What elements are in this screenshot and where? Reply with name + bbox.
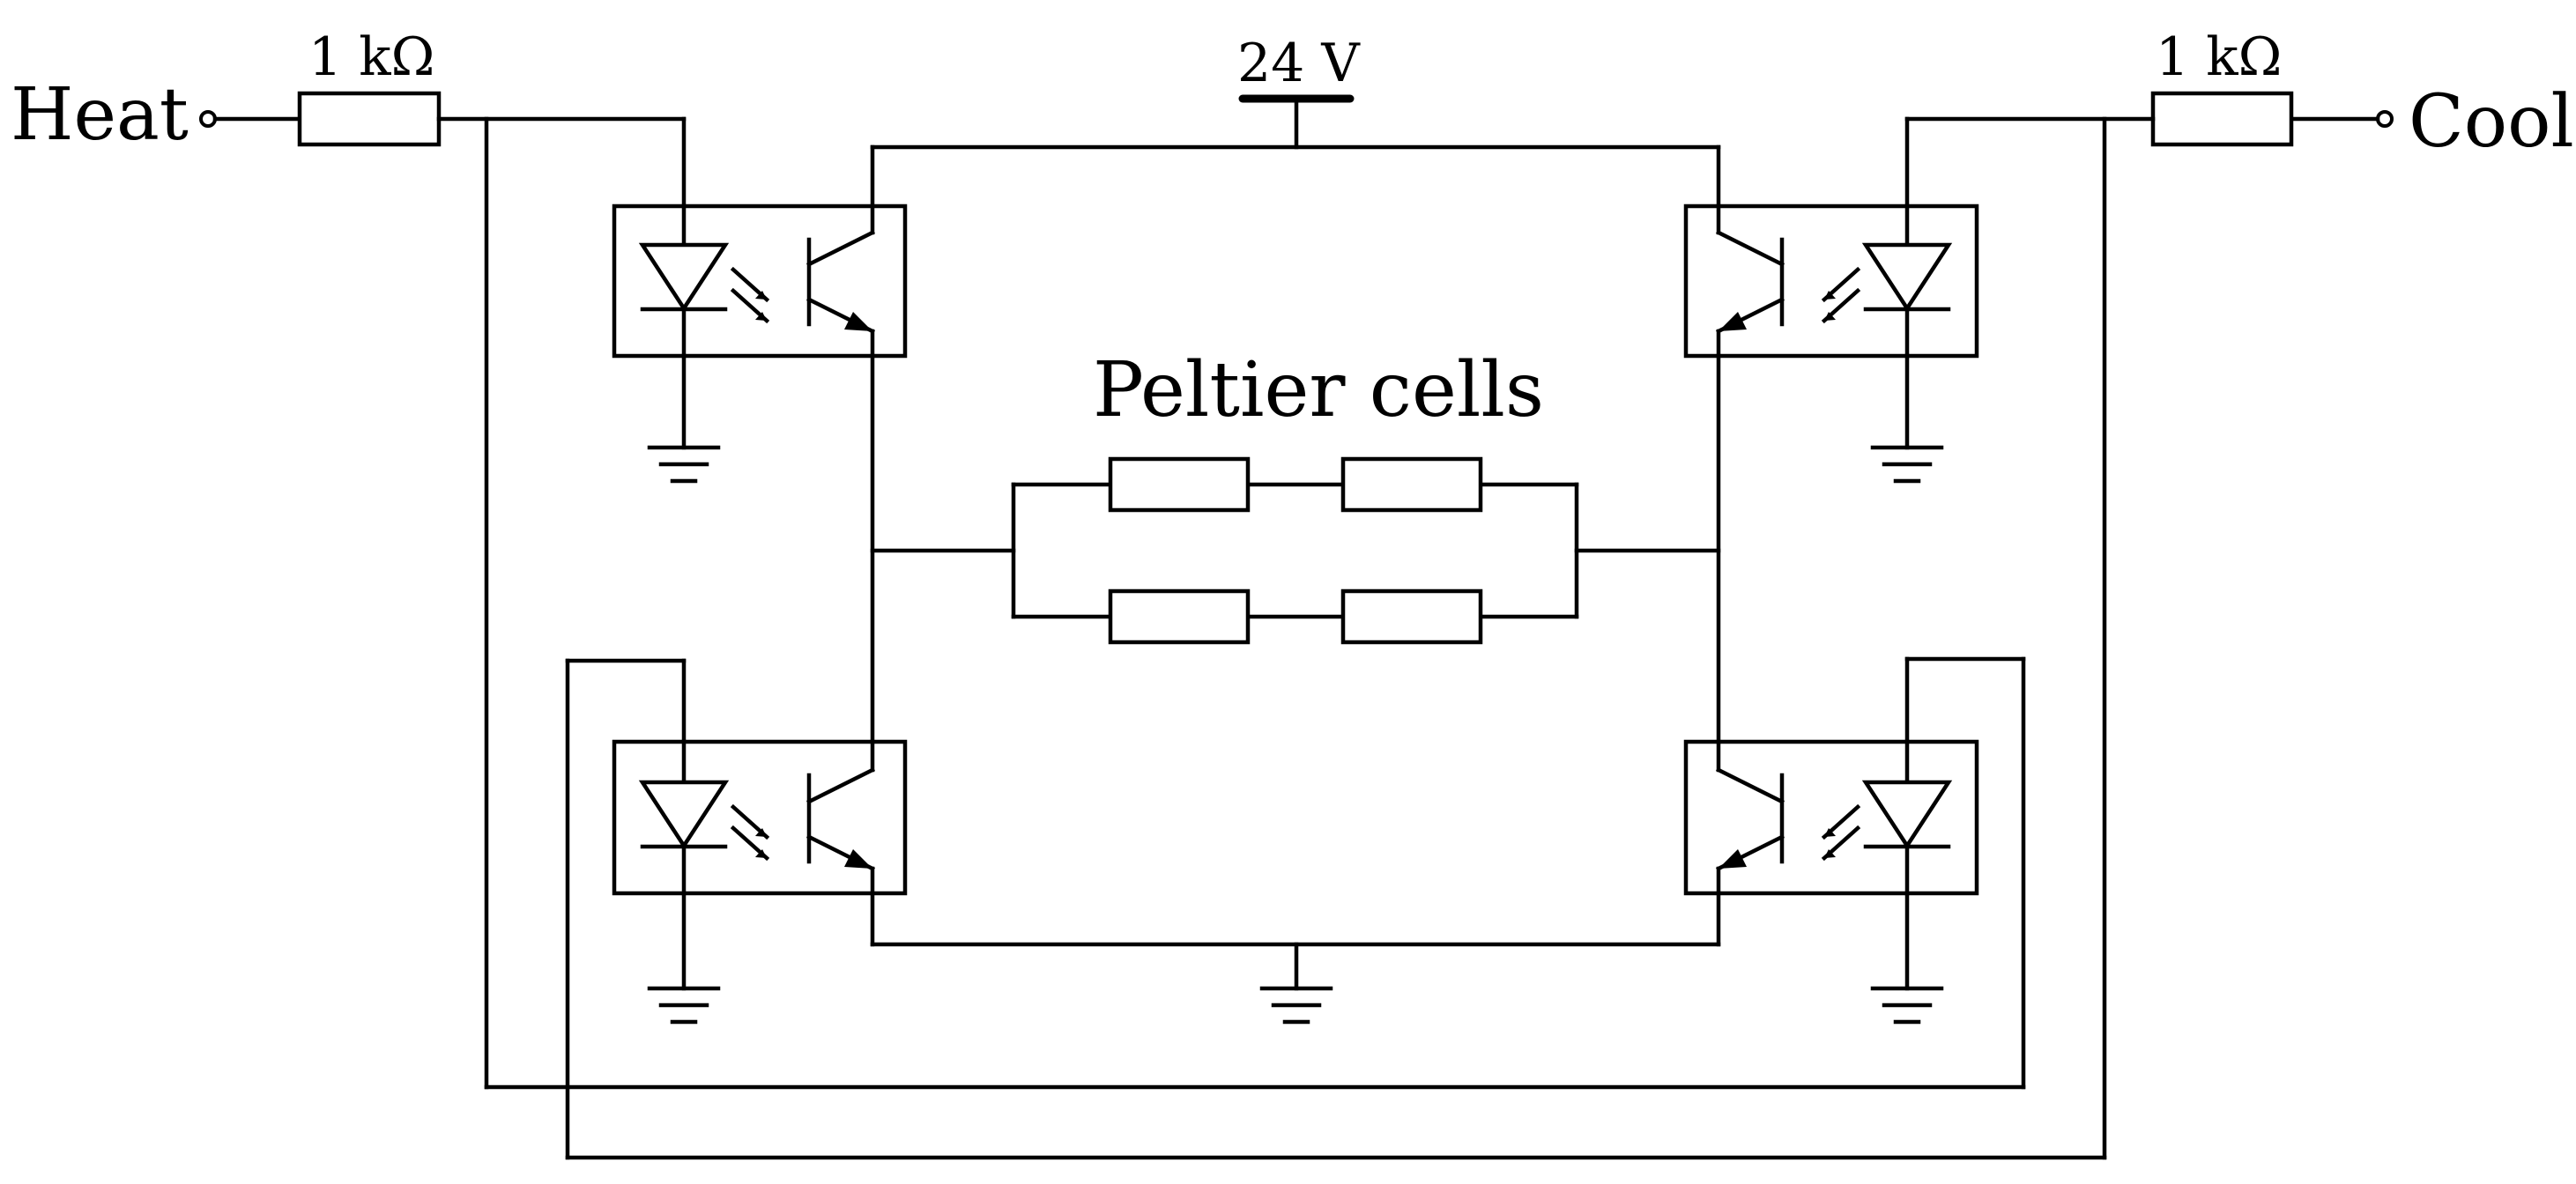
peltier-cell-network — [870, 456, 1721, 645]
optocoupler-bottom-right — [1683, 739, 1979, 896]
optocoupler-top-left — [612, 204, 908, 359]
peltier-cells-label: Peltier cells — [1093, 346, 1544, 434]
ground-symbol — [1870, 891, 1944, 1025]
supply-voltage-label: 24 V — [1237, 33, 1361, 94]
cool-input-wiring — [565, 91, 2394, 1160]
optocoupler-bottom-left — [612, 739, 908, 896]
cool-resistor-value: 1 kΩ — [2156, 26, 2282, 88]
supply-terminal — [870, 94, 1721, 209]
heat-resistor — [297, 91, 442, 147]
cool-label: Cool — [2409, 80, 2574, 164]
peltier-cell — [1108, 588, 1251, 645]
heat-resistor-value: 1 kΩ — [308, 26, 434, 88]
ground-symbol — [647, 891, 721, 1025]
ground-symbol — [1259, 986, 1333, 1025]
optocoupler-top-right — [1683, 204, 1979, 359]
peltier-cell — [1340, 456, 1483, 513]
peltier-cell — [1340, 588, 1483, 645]
bridge-rails — [870, 353, 1721, 991]
peltier-cell — [1108, 456, 1251, 513]
ground-symbol — [1870, 353, 1944, 484]
heat-input-wiring — [199, 91, 2026, 1090]
heat-label: Heat — [11, 73, 189, 157]
ground-symbol — [647, 353, 721, 484]
cool-resistor — [2150, 91, 2294, 147]
